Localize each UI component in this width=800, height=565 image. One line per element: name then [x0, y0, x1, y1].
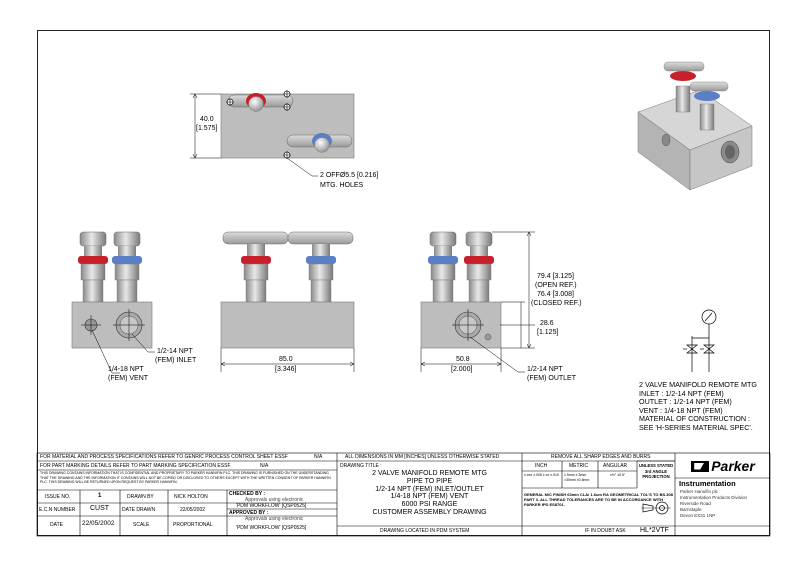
tol-value-angular: ±½° ±0.5° — [610, 473, 626, 477]
address-line: Instrumentation Products Division — [680, 495, 748, 500]
valve-schematic-symbol — [683, 309, 717, 372]
top-height-dim: 40.0 — [200, 116, 214, 123]
description-line: SEE 'H-SERIES MATERIAL SPEC'. — [639, 422, 753, 432]
tol-value-inch: ±.xxx ±.005 ±.xx ±.010 — [524, 473, 559, 477]
date-value: 22/05/2002 — [82, 520, 115, 527]
vent-label-2: (FEM) VENT — [108, 375, 149, 382]
drawing-title-line: 1/4-18 NPT (FEM) VENT — [390, 493, 469, 501]
parker-flag-icon — [691, 460, 710, 472]
drawing-title-line: 6000 PSI RANGE — [401, 501, 458, 509]
projection-line: 3rd ANGLE — [644, 468, 668, 474]
pdm-location-note: DRAWING LOCATED IN PDM SYSTEM — [380, 528, 470, 534]
checked-by-label: CHECKED BY : — [229, 491, 266, 497]
mtg-holes-label: MTG. HOLES — [320, 182, 364, 189]
company-address: Parker Hannifin plc Instrumentation Prod… — [680, 489, 747, 519]
finish-note: GENERAL M/C FINISH 63min CLA/ 1.6um RA G… — [524, 492, 673, 507]
date-drawn-label: DATE DRAWN — [122, 507, 156, 513]
ecn-value: CUST — [90, 505, 110, 512]
drawing-sheet — [37, 30, 770, 536]
front-view — [220, 231, 355, 372]
confidentiality-note: THIS DRAWING CONTAINS INFORMATION THAT I… — [40, 471, 331, 484]
projection-block: UNLESS STATED 3rd ANGLE PROJECTION — [637, 463, 675, 480]
drawn-by-label: DRAWN BY — [127, 494, 154, 500]
closed-height-dim: 76.4 [3.008] — [537, 291, 574, 298]
title-block-grid — [36, 452, 771, 537]
tol-header-angular: ANGULAR — [603, 463, 628, 469]
address-line: Devon EX31 1NP — [680, 513, 716, 518]
drawing-title-line: 2 VALVE MANIFOLD REMOTE MTG — [372, 470, 487, 477]
front-width-dim-inch: [3.346] — [275, 366, 297, 373]
isometric-view — [637, 61, 753, 191]
tol-header-metric: METRIC — [569, 463, 589, 469]
port-height-dim-inch: [1.125] — [537, 329, 559, 336]
description-line: MATERIAL OF CONSTRUCTION : — [639, 414, 751, 423]
mtg-holes-dim: 2 OFFØ5.5 [0.216] — [320, 172, 379, 179]
company-name: Parker — [711, 458, 755, 474]
burrs-note: REMOVE ALL SHARP EDGES AND BURRS — [551, 454, 651, 460]
vent-label-1: 1/4-18 NPT — [108, 366, 144, 373]
outlet-label-1: 1/2-14 NPT — [527, 366, 563, 373]
part-number: HL*2VTF — [640, 527, 669, 534]
outlet-label-2: (FEM) OUTLET — [527, 375, 576, 382]
projection-line: PROJECTION — [642, 474, 670, 479]
drawn-by-value: NICK HOLTON — [174, 494, 208, 500]
port-height-dim: 28.6 — [540, 320, 554, 327]
checked-by-workflow: 'PDM WORKFLOW' [QSP0525] — [236, 503, 307, 509]
drawing-title-line: CUSTOMER ASSEMBLY DRAWING — [372, 508, 487, 516]
right-width-dim: 50.8 — [456, 356, 470, 363]
drawing-title: 2 VALVE MANIFOLD REMOTE MTG PIPE TO PIPE… — [337, 470, 522, 517]
inlet-label-2: (FEM) INLET — [155, 357, 197, 364]
part-marking-note: FOR PART MARKING DETAILS REFER TO PART M… — [40, 463, 231, 469]
scale-label: SCALE — [133, 522, 150, 528]
parker-logo: Parker — [677, 455, 769, 477]
front-width-dim: 85.0 — [279, 356, 293, 363]
material-spec-value: N/A — [314, 454, 323, 460]
description-block: 2 VALVE MANIFOLD REMOTE MTG INLET : 1/2-… — [639, 380, 757, 432]
drawing-title-line: 1/2-14 NPT (FEM) INLET/OUTLET — [375, 485, 484, 493]
open-ref: (OPEN REF.) — [535, 282, 577, 289]
drawing-title-label: DRAWING TITLE : — [340, 463, 382, 469]
open-height-dim: 79.4 [3.125] — [537, 273, 574, 280]
address-line: Barnstaple — [680, 507, 702, 512]
projection-line: UNLESS STATED — [638, 463, 674, 468]
date-drawn-value: 22/05/2002 — [180, 507, 206, 513]
tol-value-metric: 1.5mm ±.3mm >30mm ±0.5mm — [564, 473, 590, 482]
checked-by-note: Approvals using electronic — [245, 497, 304, 503]
inlet-label-1: 1/2-14 NPT — [157, 348, 193, 355]
right-width-dim-inch: [2.000] — [451, 366, 473, 373]
top-height-dim-inch: [1.575] — [196, 125, 218, 132]
description-line: INLET : 1/2-14 NPT (FEM) — [639, 388, 724, 398]
drawing-title-line: PIPE TO PIPE — [406, 477, 453, 485]
right-view — [420, 231, 535, 373]
description-line: OUTLET : 1/2-14 NPT (FEM) — [639, 397, 732, 406]
top-view — [190, 90, 355, 177]
closed-ref: (CLOSED REF.) — [531, 300, 582, 307]
left-view — [71, 231, 155, 374]
if-in-doubt-note: IF IN DOUBT ASK — [585, 528, 626, 534]
part-marking-value: N/A — [260, 463, 269, 469]
description-line: VENT : 1/4-18 NPT (FEM) — [639, 405, 723, 415]
issue-no-label: ISSUE NO. — [45, 494, 71, 500]
date-label: DATE — [50, 522, 63, 528]
address-line: Riverside Road — [680, 501, 711, 506]
address-line: Parker Hannifin plc — [680, 489, 719, 494]
ecn-label: E.C.N NUMBER — [39, 507, 76, 513]
material-spec-note: FOR MATERIAL AND PROCESS SPECIFICATIONS … — [40, 454, 288, 460]
issue-no-value: 1 — [98, 493, 102, 499]
approved-by-label: APPROVED BY : — [229, 510, 269, 516]
dimensions-note: ALL DIMENSIONS IN MM [INCHES] UNLESS OTH… — [345, 454, 500, 460]
tol-header-inch: INCH — [535, 463, 548, 469]
division-name: Instrumentation — [679, 479, 736, 488]
third-angle-projection-icon — [641, 501, 671, 515]
approved-by-workflow: 'PDM WORKFLOW' [QSP0525] — [236, 525, 307, 531]
description-line: 2 VALVE MANIFOLD REMOTE MTG — [639, 380, 757, 389]
scale-value: PROPORTIONAL — [173, 522, 213, 528]
approved-by-note: Approvals using electronic — [245, 516, 304, 522]
